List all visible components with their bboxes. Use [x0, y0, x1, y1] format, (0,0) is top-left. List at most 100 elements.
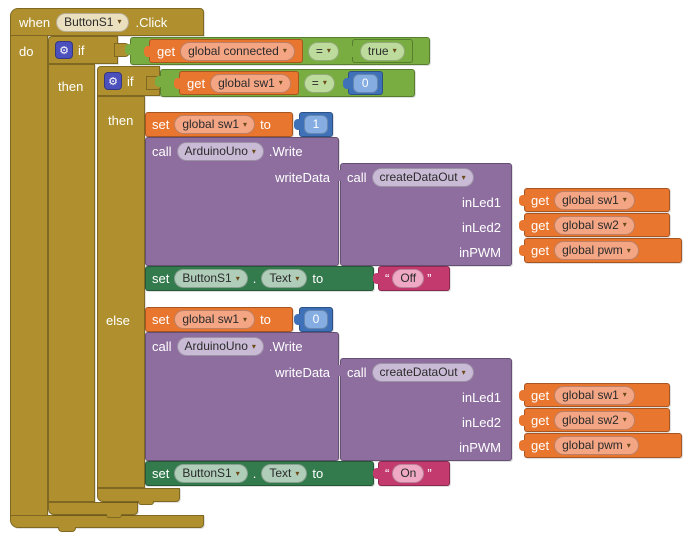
operator-value: = — [315, 43, 323, 58]
call-arduinouno-write-block[interactable]: call ArduinoUno ▾ .Write writeData — [145, 332, 339, 461]
true-logic-block[interactable]: true ▾ — [346, 39, 413, 63]
get-label: get — [157, 43, 176, 59]
inner-else-label: else — [106, 313, 130, 328]
property-name: Text — [269, 466, 292, 480]
method-name: .Write — [268, 339, 303, 354]
variable-dropdown[interactable]: global sw1 ▾ — [174, 310, 256, 329]
component-dropdown[interactable]: ButtonS1 ▾ — [56, 12, 130, 32]
text-field[interactable]: On — [392, 464, 425, 483]
to-label: to — [260, 117, 271, 132]
procedure-dropdown[interactable]: createDataOut ▾ — [371, 168, 474, 187]
get-global-sw1-block[interactable]: get global sw1 ▾ — [519, 383, 670, 407]
set-label: set — [152, 271, 170, 286]
variable-dropdown[interactable]: global sw1 ▾ — [554, 190, 635, 210]
operator-dropdown[interactable]: = ▾ — [307, 41, 339, 61]
set-buttons1-text-block[interactable]: set ButtonS1 ▾ . Text ▾ to — [145, 461, 374, 486]
event-name: .Click — [135, 14, 168, 30]
variable-dropdown[interactable]: global sw2 ▾ — [554, 410, 635, 430]
text-field[interactable]: Off — [392, 269, 425, 288]
procedure-dropdown[interactable]: createDataOut ▾ — [371, 363, 474, 382]
equals-block-inner[interactable]: get global sw1 ▾ = ▾ 0 — [155, 69, 415, 97]
method-name: .Write — [268, 144, 303, 159]
inner-if-left-spine[interactable]: then else — [97, 96, 145, 488]
close-quote: ” — [427, 271, 432, 286]
text-string-off-block[interactable]: “ Off ” — [373, 266, 450, 291]
dropdown-arrow-icon: ▾ — [322, 78, 327, 87]
outer-if-header[interactable]: ⚙ if — [48, 36, 118, 64]
component-name: ArduinoUno — [184, 339, 248, 353]
number-zero-block[interactable]: 0 — [342, 71, 383, 95]
number-zero-block[interactable]: 0 — [294, 307, 333, 332]
when-event-block-header[interactable]: when ButtonS1 ▾ .Click — [10, 8, 204, 36]
when-block-left-spine[interactable]: do — [10, 35, 48, 516]
call-arduinouno-write-block[interactable]: call ArduinoUno ▾ .Write writeData — [145, 137, 339, 266]
variable-name: global pwm — [562, 243, 623, 257]
dropdown-arrow-icon: ▾ — [295, 273, 300, 283]
get-label: get — [531, 192, 550, 208]
property-dropdown[interactable]: Text ▾ — [261, 464, 308, 483]
dropdown-arrow-icon: ▾ — [461, 172, 466, 182]
component-dropdown-value: ButtonS1 — [64, 14, 114, 29]
close-quote: ” — [427, 466, 432, 481]
variable-name: global connected — [188, 43, 279, 58]
outer-if-left-spine[interactable]: then — [48, 64, 95, 502]
mutator-gear-icon[interactable]: ⚙ — [104, 72, 122, 90]
get-global-sw1-block[interactable]: get global sw1 ▾ — [174, 71, 299, 95]
variable-dropdown[interactable]: global sw1 ▾ — [554, 385, 635, 405]
variable-dropdown[interactable]: global sw1 ▾ — [210, 73, 291, 93]
get-global-sw1-block[interactable]: get global sw1 ▾ — [519, 188, 670, 212]
number-field[interactable]: 0 — [303, 310, 329, 329]
true-dropdown[interactable]: true ▾ — [359, 41, 405, 61]
number-field[interactable]: 0 — [352, 73, 378, 93]
component-name: ButtonS1 — [182, 466, 232, 480]
variable-dropdown[interactable]: global pwm ▾ — [554, 436, 639, 455]
number-one-block[interactable]: 1 — [294, 112, 333, 137]
dropdown-arrow-icon: ▾ — [251, 341, 256, 351]
to-label: to — [260, 312, 271, 327]
get-label: get — [531, 243, 550, 258]
arg-label-inled2: inLed2 — [461, 220, 501, 235]
operator-dropdown[interactable]: = ▾ — [303, 73, 335, 93]
arg-label-inpwm: inPWM — [459, 245, 501, 260]
inner-if-bottom-bar[interactable] — [97, 488, 180, 502]
dropdown-arrow-icon: ▾ — [326, 46, 331, 55]
set-buttons1-text-block[interactable]: set ButtonS1 ▾ . Text ▾ to — [145, 266, 374, 291]
variable-dropdown[interactable]: global sw2 ▾ — [554, 215, 635, 235]
variable-dropdown[interactable]: global sw1 ▾ — [174, 115, 256, 134]
dropdown-arrow-icon: ▾ — [243, 119, 248, 129]
text-string-on-block[interactable]: “ On ” — [373, 461, 450, 486]
component-dropdown[interactable]: ArduinoUno ▾ — [176, 142, 264, 161]
dropdown-arrow-icon: ▾ — [251, 146, 256, 156]
equals-block-outer[interactable]: get global connected ▾ = ▾ true ▾ — [125, 37, 430, 65]
set-global-sw1-block[interactable]: set global sw1 ▾ to — [145, 112, 293, 137]
get-global-connected-block[interactable]: get global connected ▾ — [144, 39, 303, 63]
component-dropdown[interactable]: ArduinoUno ▾ — [176, 337, 264, 356]
dropdown-arrow-icon: ▾ — [282, 46, 287, 55]
call-createdataout-block[interactable]: call createDataOut ▾ inLed1 inLed2 inPWM — [335, 163, 512, 266]
component-dropdown[interactable]: ButtonS1 ▾ — [174, 464, 248, 483]
get-global-sw2-block[interactable]: get global sw2 ▾ — [519, 213, 670, 237]
dropdown-arrow-icon: ▾ — [392, 46, 397, 55]
component-dropdown[interactable]: ButtonS1 ▾ — [174, 269, 248, 288]
call-createdataout-block[interactable]: call createDataOut ▾ inLed1 inLed2 inPWM — [335, 358, 512, 461]
outer-then-label: then — [58, 79, 84, 94]
variable-dropdown[interactable]: global pwm ▾ — [554, 241, 639, 260]
writedata-arg-label: writeData — [275, 365, 330, 380]
property-dropdown[interactable]: Text ▾ — [261, 269, 308, 288]
dropdown-arrow-icon: ▾ — [243, 314, 248, 324]
when-block-next-connector — [58, 527, 76, 532]
number-field[interactable]: 1 — [303, 115, 329, 134]
get-global-pwm-block[interactable]: get global pwm ▾ — [519, 238, 682, 263]
arg-label-inpwm: inPWM — [459, 440, 501, 455]
mutator-gear-icon[interactable]: ⚙ — [55, 41, 73, 59]
set-global-sw1-block[interactable]: set global sw1 ▾ to — [145, 307, 293, 332]
operator-value: = — [311, 75, 319, 90]
variable-dropdown[interactable]: global connected ▾ — [180, 41, 295, 61]
outer-if-next-connector — [106, 514, 122, 518]
component-name: ArduinoUno — [184, 144, 248, 158]
get-global-pwm-block[interactable]: get global pwm ▾ — [519, 433, 682, 458]
get-global-sw2-block[interactable]: get global sw2 ▾ — [519, 408, 670, 432]
outer-if-bottom-bar[interactable] — [48, 502, 138, 515]
dropdown-arrow-icon: ▾ — [117, 17, 122, 26]
